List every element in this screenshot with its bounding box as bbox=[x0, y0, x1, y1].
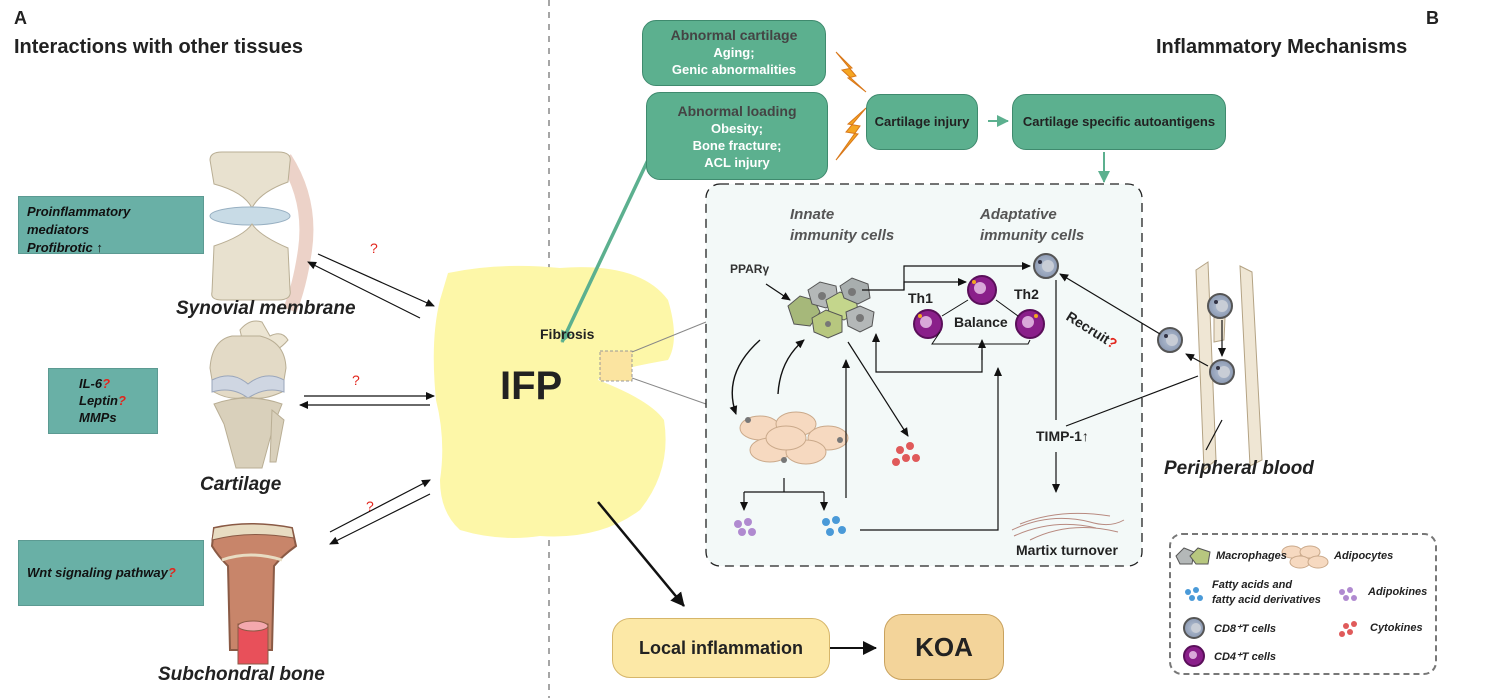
synovial-membrane-label: Synovial membrane bbox=[176, 298, 356, 319]
synovial-joint-image bbox=[209, 151, 314, 313]
cartilage-info-line: Leptin bbox=[79, 393, 118, 408]
arrow-bone-to-ifp bbox=[329, 479, 431, 533]
adaptive-immunity-label: Adaptative immunity cells bbox=[980, 204, 1084, 246]
legend-adipocyte-icon bbox=[1281, 545, 1329, 569]
legend-fatty-line: Fatty acids and bbox=[1212, 579, 1293, 591]
adipocyte-cluster bbox=[739, 411, 849, 465]
legend-fatty-acids: Fatty acids and fatty acid derivatives bbox=[1212, 578, 1321, 608]
legend-cd8-icon bbox=[1183, 617, 1205, 639]
cytokine-cluster bbox=[892, 442, 920, 466]
arrow-ifp-to-synovial bbox=[307, 261, 421, 319]
synovial-info-line: Proinflammatory mediators bbox=[27, 204, 131, 237]
matrix-fibres bbox=[1011, 512, 1125, 541]
bone-info-box: Wnt signaling pathway? bbox=[18, 540, 204, 606]
legend-macrophage-icon bbox=[1175, 547, 1211, 565]
fibrosis-label: Fibrosis bbox=[540, 326, 595, 342]
arrow-synovial-to-ifp bbox=[317, 253, 435, 307]
abnormal-loading-line: Bone fracture; bbox=[692, 138, 782, 153]
cd8-t-cell-adaptive bbox=[1033, 253, 1059, 279]
innate-line: Innate bbox=[790, 206, 835, 223]
abnormal-loading-box: Abnormal loading Obesity; Bone fracture;… bbox=[646, 92, 828, 180]
cartilage-info-line: MMPs bbox=[79, 410, 117, 425]
panel-a-title: Interactions with other tissues bbox=[14, 36, 303, 58]
legend-adipokine-icon bbox=[1339, 587, 1357, 601]
cartilage-info-line: IL-6 bbox=[79, 376, 103, 391]
innate-line: immunity cells bbox=[790, 227, 895, 244]
fatty-acid-cluster bbox=[822, 516, 846, 536]
th1-label: Th1 bbox=[908, 290, 933, 306]
synovial-info-box: Proinflammatory mediators Profibrotic ↑ bbox=[18, 196, 204, 255]
panel-b-letter: B bbox=[1426, 8, 1439, 28]
lightning-icon bbox=[835, 51, 867, 93]
cd8-t-cell-blood-2 bbox=[1209, 359, 1235, 385]
cd8-t-cell-blood-1 bbox=[1207, 293, 1233, 319]
th2-label: Th2 bbox=[1014, 286, 1039, 302]
koa-box: KOA bbox=[884, 614, 1004, 680]
matrix-turnover-label: Martix turnover bbox=[1016, 542, 1118, 558]
cartilage-label: Cartilage bbox=[200, 474, 282, 495]
legend-cytokines: Cytokines bbox=[1370, 622, 1423, 634]
cd4-t-cell-th1 bbox=[913, 309, 943, 339]
cartilage-info-box: IL-6? Leptin? MMPs bbox=[48, 368, 158, 434]
abnormal-cartilage-line: Aging; bbox=[713, 45, 755, 60]
legend-fatty-line: fatty acid derivatives bbox=[1212, 594, 1321, 606]
synovial-info-line: Profibrotic ↑ bbox=[27, 240, 103, 255]
legend-box bbox=[1169, 533, 1437, 675]
legend-fatty-acid-icon bbox=[1185, 587, 1203, 601]
knee-image bbox=[209, 320, 289, 469]
legend-cd8: CD8⁺T cells bbox=[1214, 623, 1277, 635]
cartilage-injury-box: Cartilage injury bbox=[866, 94, 978, 150]
synovial-question-mark: ? bbox=[370, 240, 378, 256]
innate-immunity-label: Innate immunity cells bbox=[790, 204, 894, 246]
subchondral-bone-image bbox=[210, 523, 298, 665]
blood-vessel bbox=[1195, 261, 1263, 472]
question-mark: ? bbox=[167, 565, 176, 580]
legend-adipokines: Adipokines bbox=[1368, 586, 1428, 598]
cd4-t-cell-top bbox=[967, 275, 997, 305]
autoantigens-box: Cartilage specific autoantigens bbox=[1012, 94, 1226, 150]
panel-a-letter: A bbox=[14, 8, 27, 28]
ppar-label: PPARγ bbox=[730, 262, 770, 276]
arrow-ifp-to-inflammation bbox=[597, 501, 685, 607]
cd8-t-cell-recruited bbox=[1157, 327, 1183, 353]
adaptive-line: immunity cells bbox=[980, 227, 1085, 244]
local-inflammation-box: Local inflammation bbox=[612, 618, 830, 678]
abnormal-cartilage-line: Genic abnormalities bbox=[671, 62, 797, 77]
peripheral-blood-label: Peripheral blood bbox=[1164, 458, 1314, 479]
abnormal-loading-line: Obesity; bbox=[710, 121, 763, 136]
arrow-ifp-to-bone bbox=[329, 493, 431, 545]
bone-info-text: Wnt signaling pathway bbox=[27, 565, 168, 580]
abnormal-loading-title: Abnormal loading bbox=[677, 103, 797, 119]
macrophage-cluster bbox=[787, 277, 875, 339]
abnormal-cartilage-box: Abnormal cartilage Aging; Genic abnormal… bbox=[642, 20, 826, 86]
legend-cd4-icon bbox=[1183, 645, 1205, 667]
bone-question-mark: ? bbox=[366, 498, 374, 514]
question-mark: ? bbox=[102, 376, 111, 391]
ifp-blob bbox=[433, 265, 674, 538]
subchondral-bone-label: Subchondral bone bbox=[158, 664, 325, 685]
fibrosis-box bbox=[599, 350, 633, 382]
ifp-label: IFP bbox=[500, 364, 563, 408]
balance-label: Balance bbox=[954, 314, 1008, 330]
immune-cells-box bbox=[705, 183, 1143, 567]
cartilage-question-mark: ? bbox=[352, 372, 360, 388]
timp-label: TIMP-1↑ bbox=[1036, 428, 1089, 444]
arrow-loading-to-ifp bbox=[560, 159, 650, 343]
question-mark: ? bbox=[118, 393, 126, 408]
legend-cd4: CD4⁺T cells bbox=[1214, 651, 1277, 663]
adipokine-cluster bbox=[734, 518, 756, 536]
legend-adipocytes: Adipocytes bbox=[1334, 550, 1394, 562]
cd4-t-cell-th2 bbox=[1015, 309, 1045, 339]
abnormal-loading-line: ACL injury bbox=[704, 155, 770, 170]
adaptive-line: Adaptative bbox=[980, 206, 1057, 223]
lightning-icon bbox=[835, 107, 867, 161]
panel-b-title: Inflammatory Mechanisms bbox=[1156, 36, 1408, 58]
abnormal-cartilage-title: Abnormal cartilage bbox=[670, 27, 798, 43]
legend-macrophages: Macrophages bbox=[1216, 550, 1287, 562]
legend-cytokine-icon bbox=[1339, 621, 1357, 637]
